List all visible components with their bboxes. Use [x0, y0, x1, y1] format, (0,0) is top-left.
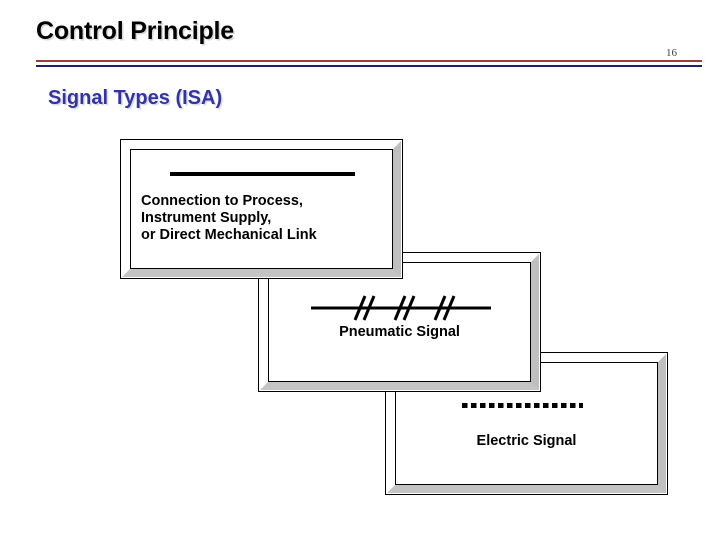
connection-line-2: Instrument Supply, [141, 210, 272, 226]
electric-signal-symbol-icon [462, 403, 583, 408]
signal-box-connection-content: Connection to Process, Instrument Supply… [131, 150, 392, 268]
signal-box-connection-label: Connection to Process, Instrument Supply… [141, 193, 317, 244]
header-rule-blue [36, 65, 702, 67]
pneumatic-signal-symbol-icon [311, 295, 491, 321]
connection-line-3: or Direct Mechanical Link [141, 227, 317, 243]
page-title: Control Principle [36, 17, 235, 45]
connection-line-1: Connection to Process, [141, 193, 303, 209]
section-subtitle: Signal Types (ISA) [48, 87, 223, 109]
signal-box-pneumatic-content: Pneumatic Signal [269, 263, 530, 381]
page-number: 16 [666, 47, 677, 59]
solid-line-symbol-icon [170, 172, 355, 176]
header-rule-red [36, 60, 702, 62]
signal-box-pneumatic-label: Pneumatic Signal [339, 324, 460, 340]
signal-box-electric-label: Electric Signal [476, 433, 577, 449]
signal-box-connection: Connection to Process, Instrument Supply… [120, 139, 403, 279]
